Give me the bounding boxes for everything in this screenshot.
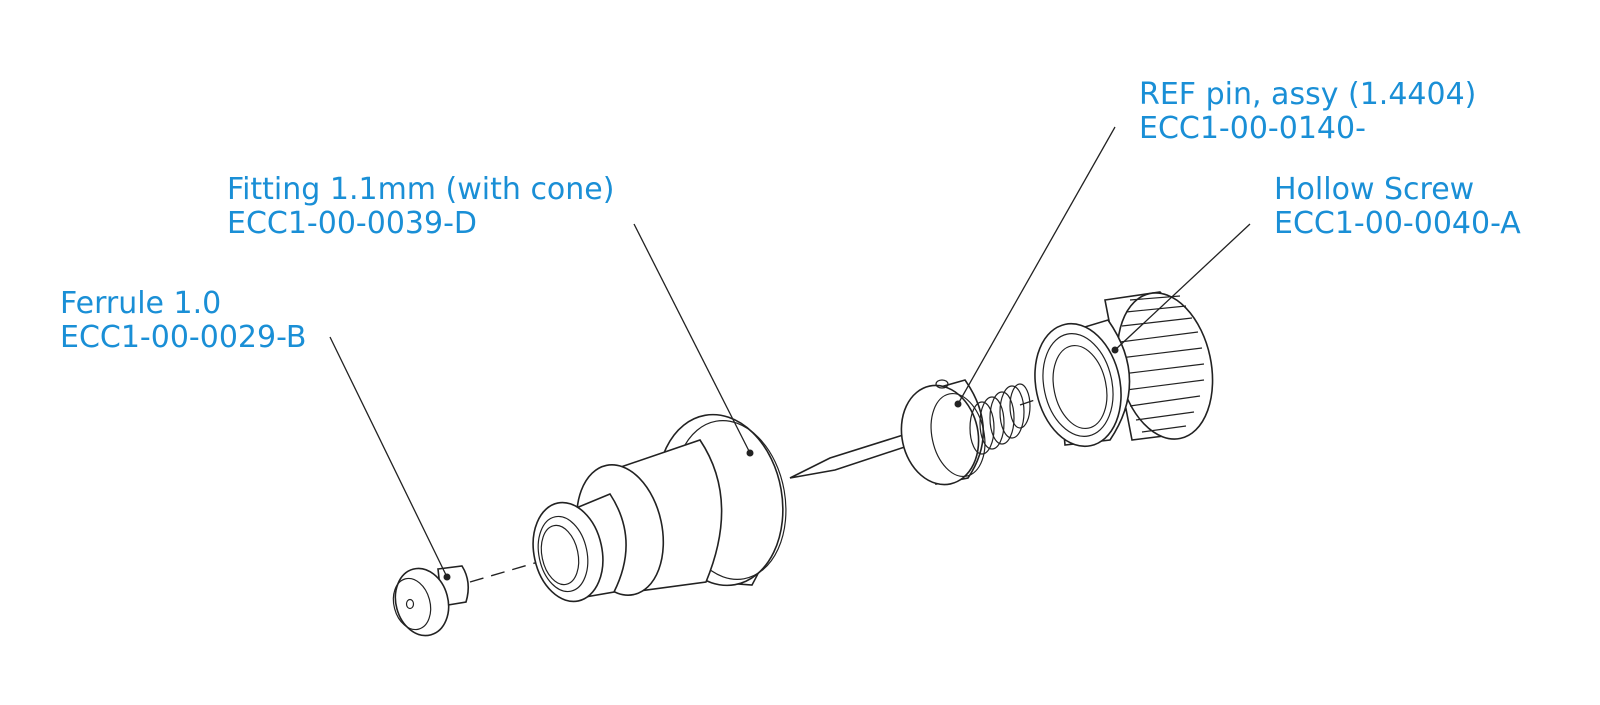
hollow-screw-label: Hollow Screw ECC1-00-0040-A [1274, 173, 1521, 241]
ferrule-code: ECC1-00-0029-B [60, 320, 307, 355]
ferrule-name: Ferrule 1.0 [60, 286, 222, 321]
ferrule-label: Ferrule 1.0 ECC1-00-0029-B [60, 287, 306, 355]
ref-pin-name: REF pin, assy (1.4404) [1139, 77, 1477, 112]
leader-fitting [633, 223, 751, 454]
fitting-name: Fitting 1.1mm (with cone) [227, 172, 615, 207]
hollow-screw-part [1034, 291, 1214, 448]
hollow-screw-code: ECC1-00-0040-A [1274, 206, 1521, 241]
spring-coils [969, 383, 1031, 455]
ref-pin-part [789, 379, 1031, 486]
knurl-teeth [1119, 295, 1205, 433]
leader-hollow-screw [1114, 223, 1251, 351]
fitting-code: ECC1-00-0039-D [227, 206, 478, 241]
ref-pin-code: ECC1-00-0140- [1139, 111, 1366, 146]
leader-ferrule [329, 336, 448, 578]
ref-pin-label: REF pin, assy (1.4404) ECC1-00-0140- [1139, 78, 1476, 146]
leader-ref-pin [957, 126, 1116, 405]
fitting-label: Fitting 1.1mm (with cone) ECC1-00-0039-D [227, 173, 614, 241]
ferrule-part [392, 565, 470, 637]
leader-lines [329, 126, 1251, 581]
hollow-screw-name: Hollow Screw [1274, 172, 1475, 207]
fitting-part [532, 413, 787, 603]
